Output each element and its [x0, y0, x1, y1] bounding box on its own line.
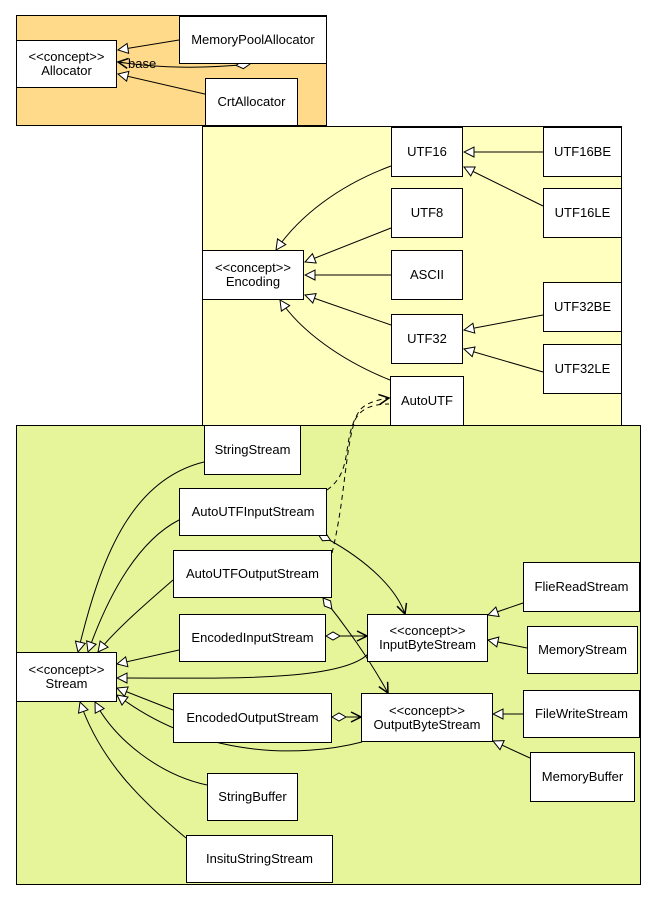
node-encoded-input-stream[interactable]: EncodedInputStream — [179, 614, 326, 662]
node-flie-read-stream[interactable]: FlieReadStream — [523, 562, 640, 612]
edge-autoutfinput-stream — [88, 519, 180, 652]
edge-outputbyte-stream — [117, 695, 363, 752]
edge-flieread-inputbyte — [488, 602, 524, 615]
edge-autoutfoutput-stream — [98, 579, 174, 652]
node-ascii[interactable]: ASCII — [391, 250, 463, 300]
node-stream[interactable]: <<concept>> Stream — [16, 652, 117, 702]
node-utf32be[interactable]: UTF32BE — [543, 282, 622, 332]
edge-utf32le-utf32 — [464, 349, 544, 373]
node-allocator[interactable]: <<concept>> Allocator — [16, 40, 117, 88]
node-memory-pool-allocator[interactable]: MemoryPoolAllocator — [179, 16, 327, 64]
edge-stringbuffer-stream — [95, 702, 208, 786]
node-auto-utf-output-stream[interactable]: AutoUTFOutputStream — [173, 550, 332, 598]
node-utf16[interactable]: UTF16 — [391, 127, 463, 177]
edge-utf16le-utf16 — [464, 167, 544, 207]
node-utf8[interactable]: UTF8 — [391, 188, 463, 238]
edge-encodedoutput-stream — [117, 688, 174, 711]
edge-utf8-encoding — [305, 227, 392, 262]
node-insitu-string-stream[interactable]: InsituStringStream — [186, 835, 333, 883]
edge-label-base: base — [128, 56, 157, 71]
node-encoded-output-stream[interactable]: EncodedOutputStream — [173, 693, 332, 743]
edge-autoutfinput-autoutf-dep — [326, 398, 389, 491]
edge-utf16-encoding — [276, 165, 392, 250]
node-memory-stream[interactable]: MemoryStream — [527, 626, 638, 674]
edge-autoutfoutput-autoutf-dep — [331, 403, 390, 554]
edge-stringstream-stream — [78, 461, 205, 652]
edge-crtallocator-allocator — [118, 74, 210, 96]
edge-memorypool-allocator — [118, 39, 180, 50]
node-utf16be[interactable]: UTF16BE — [543, 127, 622, 177]
node-auto-utf-input-stream[interactable]: AutoUTFInputStream — [179, 488, 327, 536]
node-output-byte-stream[interactable]: <<concept>> OutputByteStream — [361, 693, 493, 742]
node-utf32le[interactable]: UTF32LE — [543, 344, 622, 394]
node-string-stream[interactable]: StringStream — [204, 425, 301, 475]
edge-memorybuffer-outputbyte — [493, 741, 531, 759]
edge-autoutfinput-inputbyte — [318, 534, 405, 614]
node-input-byte-stream[interactable]: <<concept>> InputByteStream — [367, 614, 488, 662]
node-file-write-stream[interactable]: FileWriteStream — [523, 690, 640, 738]
node-encoding[interactable]: <<concept>> Encoding — [202, 250, 304, 300]
node-utf32[interactable]: UTF32 — [391, 314, 463, 364]
edge-utf32-encoding — [305, 295, 392, 326]
edge-insitu-stream — [80, 702, 187, 839]
edge-utf32be-utf32 — [464, 314, 544, 330]
edge-memorystream-inputbyte — [488, 640, 528, 649]
edge-memorypool-base — [118, 62, 250, 67]
edge-autoutf-encoding — [280, 300, 391, 381]
node-memory-buffer[interactable]: MemoryBuffer — [530, 752, 635, 802]
edge-autoutfoutput-outputbyte — [323, 598, 388, 693]
node-auto-utf[interactable]: AutoUTF — [390, 376, 464, 426]
node-crt-allocator[interactable]: CrtAllocator — [205, 78, 298, 126]
node-utf16le[interactable]: UTF16LE — [543, 188, 622, 238]
edge-encodedinput-stream — [117, 649, 180, 664]
node-string-buffer[interactable]: StringBuffer — [207, 773, 298, 821]
